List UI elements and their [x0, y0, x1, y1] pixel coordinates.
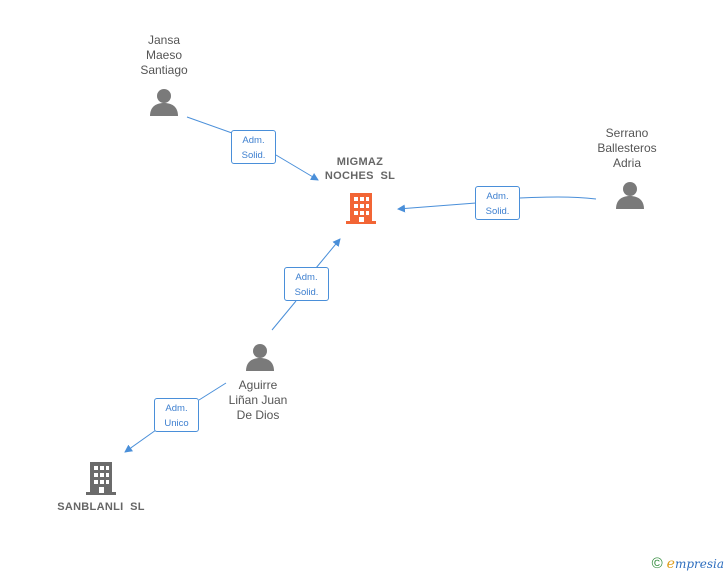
edge-aguirre-migmaz: [271, 239, 340, 331]
edge-label-jansa-migmaz: Adm.Solid.: [231, 130, 276, 164]
copyright-icon: ©: [651, 555, 663, 572]
person-icon-jansa[interactable]: [150, 89, 178, 116]
building-icon-migmaz[interactable]: [346, 193, 376, 224]
edge-label-aguirre-migmaz: Adm.Solid.: [284, 267, 329, 301]
person-label-serrano[interactable]: Serrano Ballesteros Adria: [597, 126, 657, 170]
person-label-jansa[interactable]: Jansa Maeso Santiago: [140, 33, 188, 77]
building-icon-sanblanli[interactable]: [86, 462, 116, 495]
company-label-sanblanli[interactable]: SANBLANLI SL: [57, 501, 145, 513]
edge-label-serrano-migmaz: Adm.Solid.: [475, 186, 520, 220]
edge-jansa-migmaz: [186, 116, 318, 180]
brand-name: empresia: [666, 555, 724, 572]
person-icon-serrano[interactable]: [616, 182, 644, 209]
edge-aguirre-sanblanli: [125, 382, 227, 452]
edge-label-aguirre-sanblanli: Adm.Unico: [154, 398, 199, 432]
company-label-migmaz[interactable]: MIGMAZ NOCHES SL: [324, 156, 396, 182]
brand-logo: © empresia: [652, 555, 724, 572]
person-icon-aguirre[interactable]: [246, 344, 274, 371]
person-label-aguirre[interactable]: Aguirre Liñan Juan De Dios: [228, 378, 288, 422]
edge-serrano-migmaz: [398, 196, 597, 209]
